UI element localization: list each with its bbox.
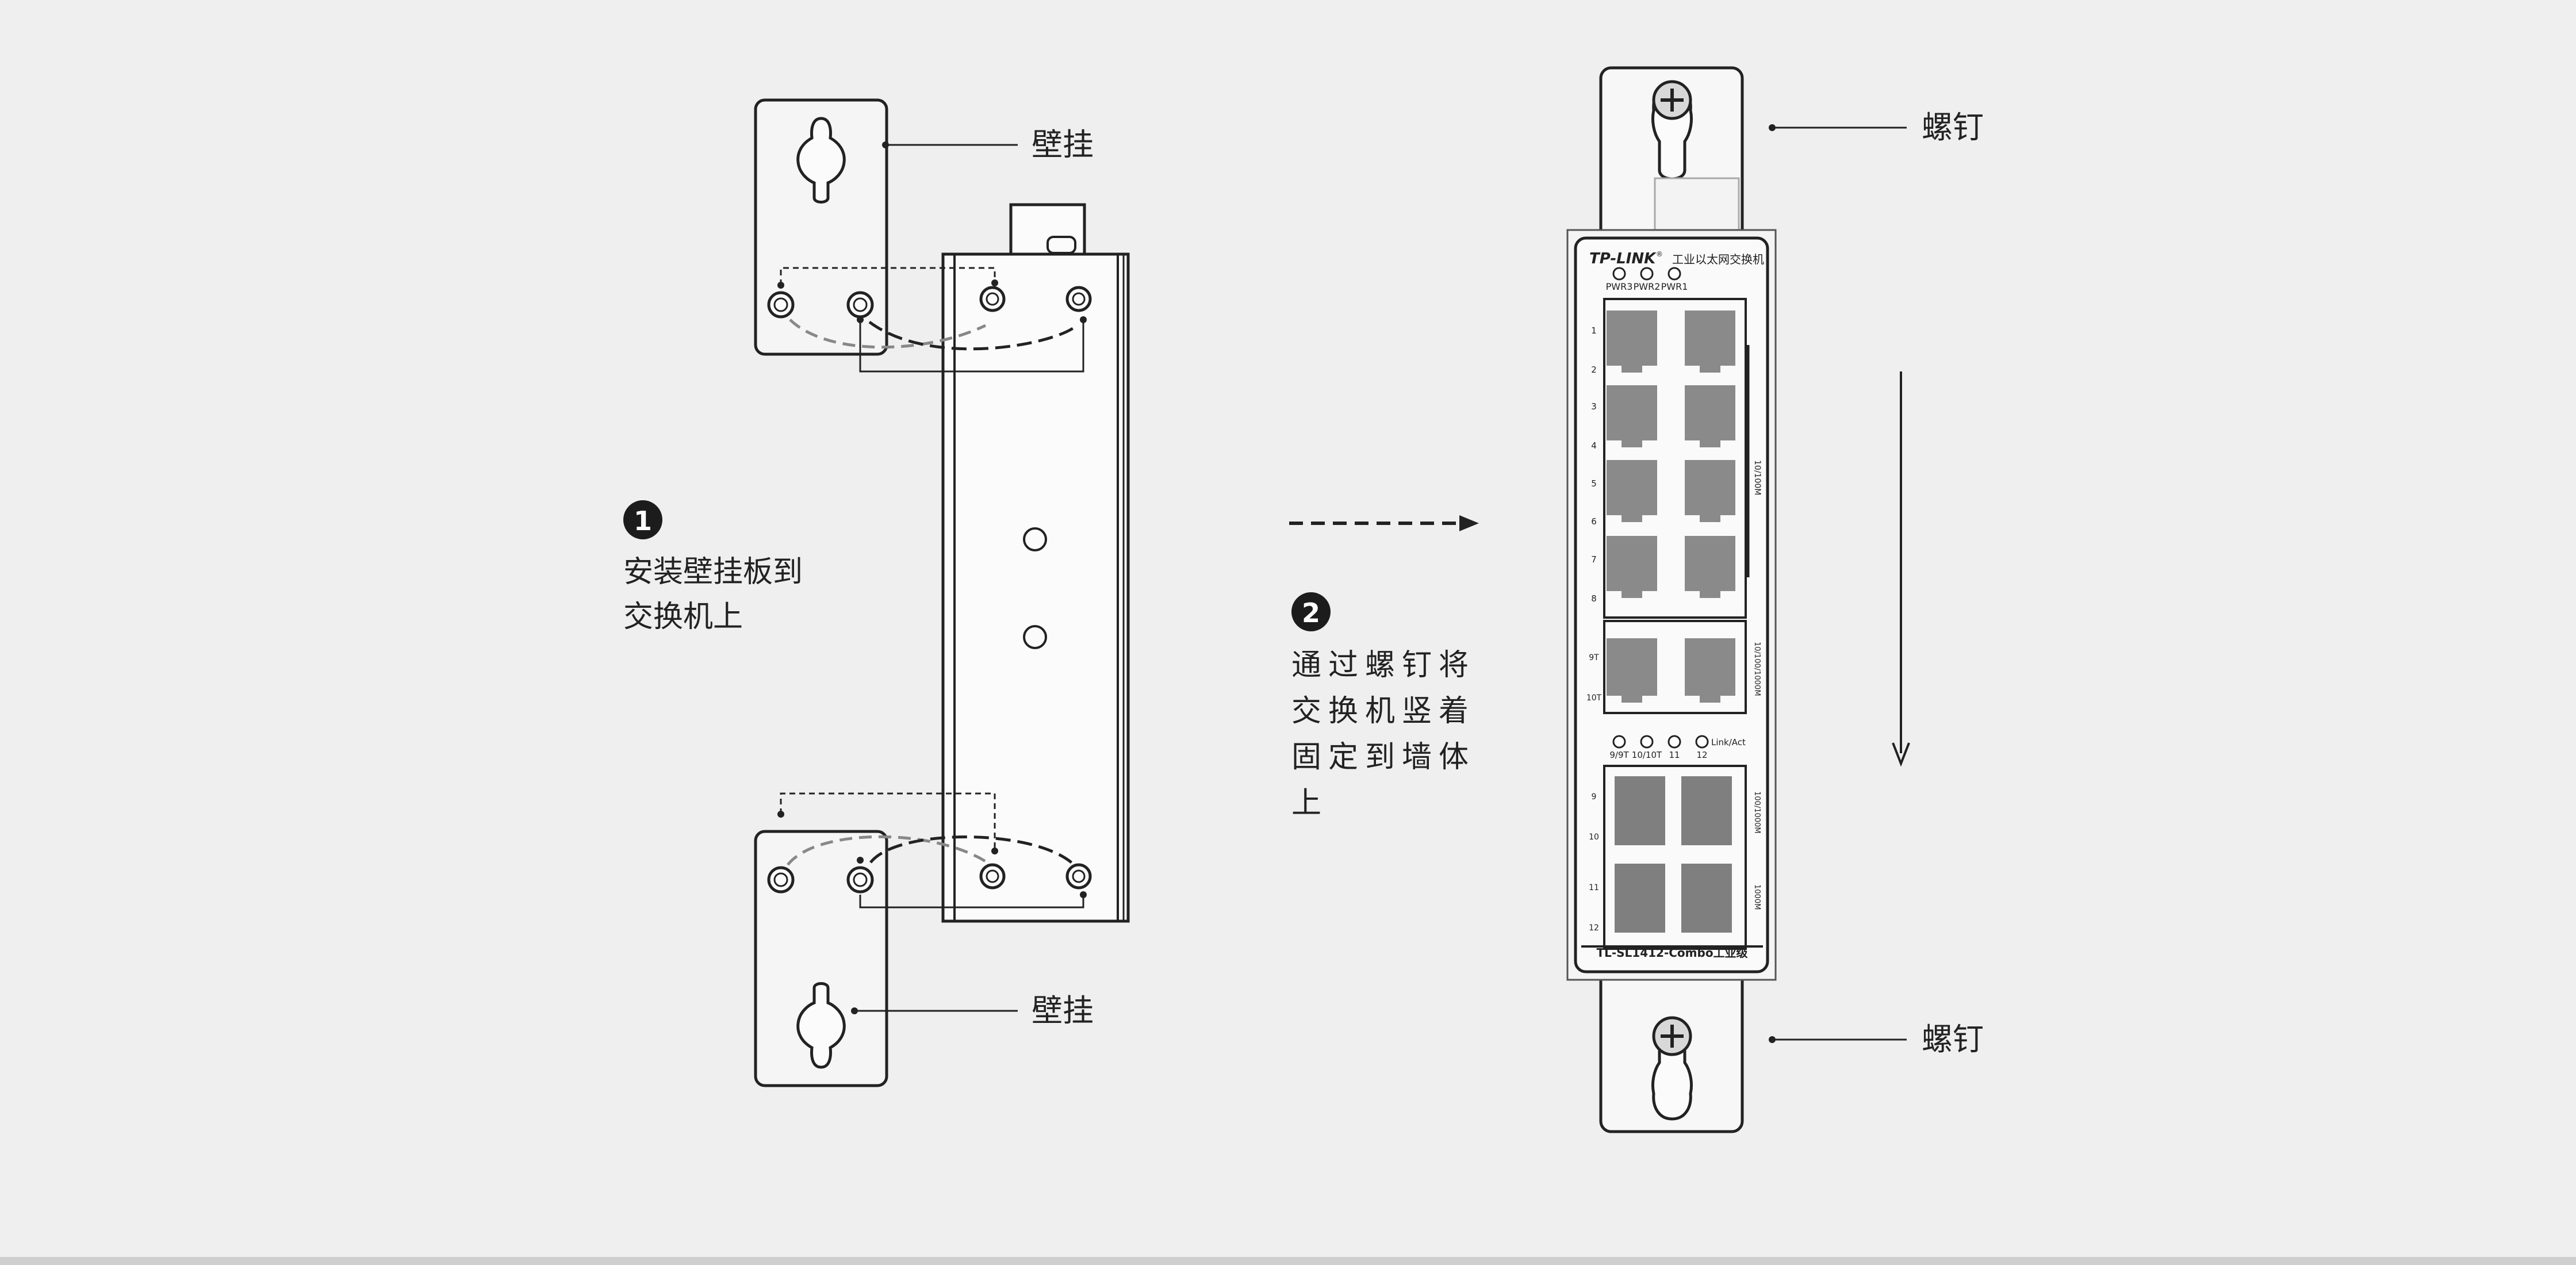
screw-label-bottom: 螺钉 (1922, 1021, 1984, 1057)
sfp-port-10 (1681, 776, 1732, 845)
led-label-12: 12 (1696, 750, 1707, 760)
pwr3-led (1612, 267, 1626, 281)
rj45-port-7 (1607, 536, 1657, 598)
pwr1-label: PWR1 (1661, 281, 1688, 292)
screw-label-top: 螺钉 (1922, 109, 1984, 145)
sfp-number-9: 9 (1592, 792, 1597, 802)
model-label: TL-SL1412-Combo工业级 (1596, 946, 1747, 960)
rj45-port-6 (1685, 460, 1735, 522)
rj45-port-2 (1685, 310, 1735, 373)
port-number-3: 3 (1591, 401, 1597, 412)
sfp-number-11: 11 (1589, 883, 1599, 892)
led-label-11: 11 (1669, 750, 1680, 760)
pwr2-led (1640, 267, 1654, 281)
step2-line-2: 交换机竖着 (1291, 694, 1475, 729)
step2-line-4: 上 (1291, 786, 1328, 821)
wall-mount-label-top: 壁挂 (1032, 126, 1094, 163)
rj45-port-3 (1607, 385, 1657, 447)
port-number-4: 4 (1591, 440, 1597, 451)
callout-screw-bottom: 螺钉 (1769, 1021, 1984, 1057)
switch-front-panel: TP-LINK ® 工业以太网交换机 PWR3 PWR2 PWR1 10/100… (1566, 229, 1777, 981)
led-label-10-10t: 10/10T (1632, 750, 1662, 760)
link-act-label: Link/Act (1711, 737, 1746, 747)
step2-illustration: TP-LINK ® 工业以太网交换机 PWR3 PWR2 PWR1 10/100… (1566, 66, 1984, 1133)
rj45-port-8 (1685, 536, 1735, 598)
brand-mark: ® (1656, 250, 1663, 258)
pwr1-led (1667, 267, 1681, 281)
led-12 (1695, 735, 1709, 749)
sfp-number-12: 12 (1589, 923, 1599, 933)
step1-caption: 1 安装壁挂板到 交换机上 (623, 500, 803, 634)
step1-illustration: 壁挂 壁挂 1 安装壁挂板到 交换机上 (623, 98, 1130, 1087)
dashed-transition-arrow (1289, 515, 1479, 531)
alignment-guides-top (777, 267, 1087, 373)
product-type-label: 工业以太网交换机 (1672, 252, 1764, 266)
port-number-7: 7 (1591, 554, 1597, 565)
alignment-guides-bottom (777, 792, 1087, 908)
pwr3-label: PWR3 (1606, 281, 1633, 292)
rj45-port-grid (1607, 310, 1735, 598)
led-10-10t (1640, 735, 1654, 749)
sfp-number-10: 10 (1589, 833, 1599, 842)
callout-wall-mount-bottom: 壁挂 (851, 992, 1094, 1029)
pwr2-label: PWR2 (1634, 281, 1661, 292)
rj45-port-5 (1607, 460, 1657, 522)
brand-logo: TP-LINK (1589, 250, 1657, 267)
switch-side-body (941, 203, 1130, 923)
port-number-9t: 9T (1589, 653, 1599, 662)
step1-number-badge: 1 (634, 505, 652, 536)
rj45-port-1 (1607, 310, 1657, 373)
port-number-8: 8 (1591, 593, 1597, 604)
step2-number-badge: 2 (1302, 597, 1320, 628)
wall-mount-plate-top (754, 98, 888, 356)
step2-line-1: 通过螺钉将 (1291, 648, 1475, 683)
led-9-9t (1612, 735, 1626, 749)
wall-mount-label-bottom: 壁挂 (1032, 992, 1094, 1029)
sfp-port-9 (1615, 776, 1665, 845)
bottom-bar (0, 1257, 2576, 1265)
step1-line-2: 交换机上 (623, 600, 743, 634)
port-number-2: 2 (1591, 365, 1597, 375)
step2-caption: 2 通过螺钉将 交换机竖着 固定到墙体 上 (1291, 592, 1475, 821)
callout-wall-mount-top: 壁挂 (882, 126, 1094, 163)
port-number-10t: 10T (1586, 693, 1602, 703)
wall-mount-plate-bottom (754, 830, 888, 1087)
callout-screw-top: 螺钉 (1769, 109, 1984, 145)
sfp-port-11 (1615, 864, 1665, 933)
rj45-port-10t (1685, 638, 1735, 703)
rj45-port-4 (1685, 385, 1735, 447)
led-label-9-9t: 9/9T (1609, 750, 1629, 760)
sfp-port-12 (1681, 864, 1732, 933)
port-number-1: 1 (1591, 325, 1597, 336)
ge-speed-label: 10/100/1000M (1753, 642, 1761, 696)
fe-speed-label: 10/100M (1753, 460, 1762, 495)
port-number-6: 6 (1591, 516, 1597, 527)
step2-line-3: 固定到墙体 (1291, 740, 1475, 775)
led-11 (1667, 735, 1681, 749)
sfp-speed-label: 100/1000M (1753, 791, 1761, 834)
port-number-5: 5 (1591, 478, 1597, 489)
step1-line-1: 安装壁挂板到 (623, 555, 803, 589)
vertical-direction-arrow (1892, 371, 1910, 767)
rj45-port-9t (1607, 638, 1657, 703)
sfp-speed-label-2: 1000M (1753, 884, 1761, 910)
